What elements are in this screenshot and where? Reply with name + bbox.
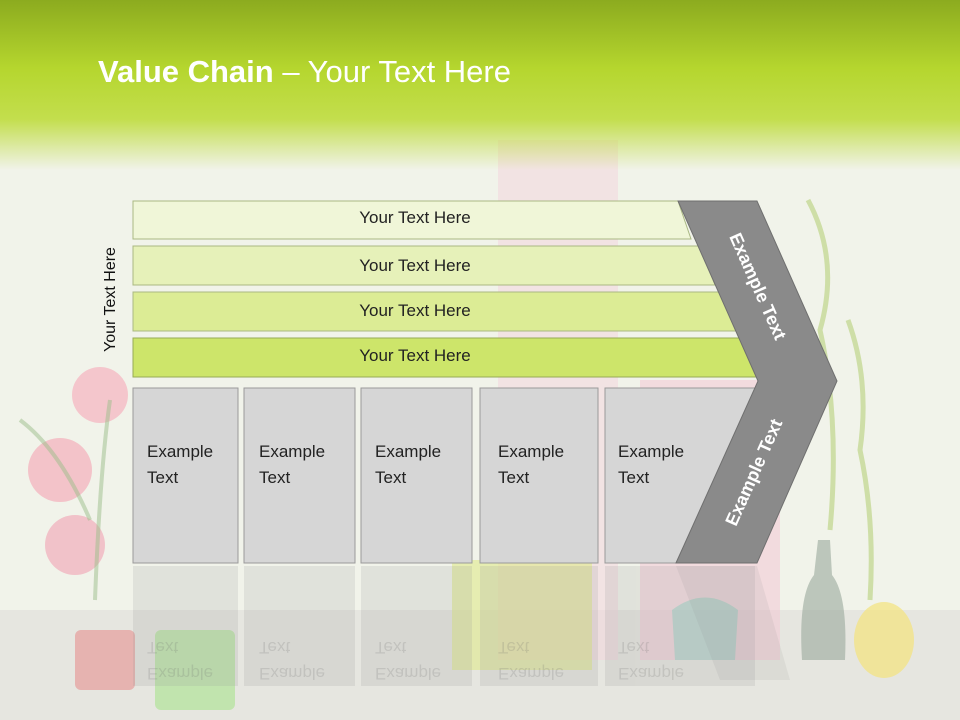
box-1-refl-line2: Text [147, 638, 179, 657]
box-5-refl-line1: Example [618, 664, 685, 683]
box-3-refl-line2: Text [375, 638, 407, 657]
chevron-arrow [675, 200, 838, 564]
chevron-reflection [676, 566, 790, 680]
box-2-line1: Example [259, 442, 326, 461]
box-5-refl-line2: Text [618, 638, 650, 657]
box-2-refl-line1: Example [259, 664, 326, 683]
box-reflection-4: Example Text [498, 634, 564, 686]
box-4 [479, 387, 599, 564]
box-4-line1: Example [498, 442, 565, 461]
box-1 [132, 387, 239, 564]
bar-1 [132, 200, 692, 240]
box-3-line1: Example [375, 442, 442, 461]
box-1-line2: Text [147, 468, 179, 487]
box-4-line2: Text [498, 468, 530, 487]
box-5-line1: Example [618, 442, 685, 461]
box-3 [360, 387, 473, 564]
box-reflection-5: Example Text [618, 634, 684, 686]
title-bold: Value Chain [98, 54, 274, 89]
bar-label-1: Your Text Here [359, 208, 471, 227]
box-1-line1: Example [147, 442, 214, 461]
box-4-refl-line1: Example [498, 664, 565, 683]
box-2-line2: Text [259, 468, 291, 487]
title-rest: – Your Text Here [273, 54, 511, 89]
bar-label-4: Your Text Here [359, 346, 471, 365]
box-5-line2: Text [618, 468, 650, 487]
box-2-refl-line2: Text [259, 638, 291, 657]
page-title: Value Chain – Your Text Here [98, 54, 511, 90]
box-reflection-2: Example Text [259, 634, 325, 686]
box-4-refl-line2: Text [498, 638, 530, 657]
box-1-refl-line1: Example [147, 664, 214, 683]
box-3-refl-line1: Example [375, 664, 442, 683]
box-reflection-3: Example Text [375, 634, 441, 686]
box-3-line2: Text [375, 468, 407, 487]
bar-label-2: Your Text Here [359, 256, 471, 275]
bar-label-3: Your Text Here [359, 301, 471, 320]
header-band [0, 0, 960, 170]
box-reflection-1: Example Text [147, 634, 213, 686]
box-2 [243, 387, 356, 564]
